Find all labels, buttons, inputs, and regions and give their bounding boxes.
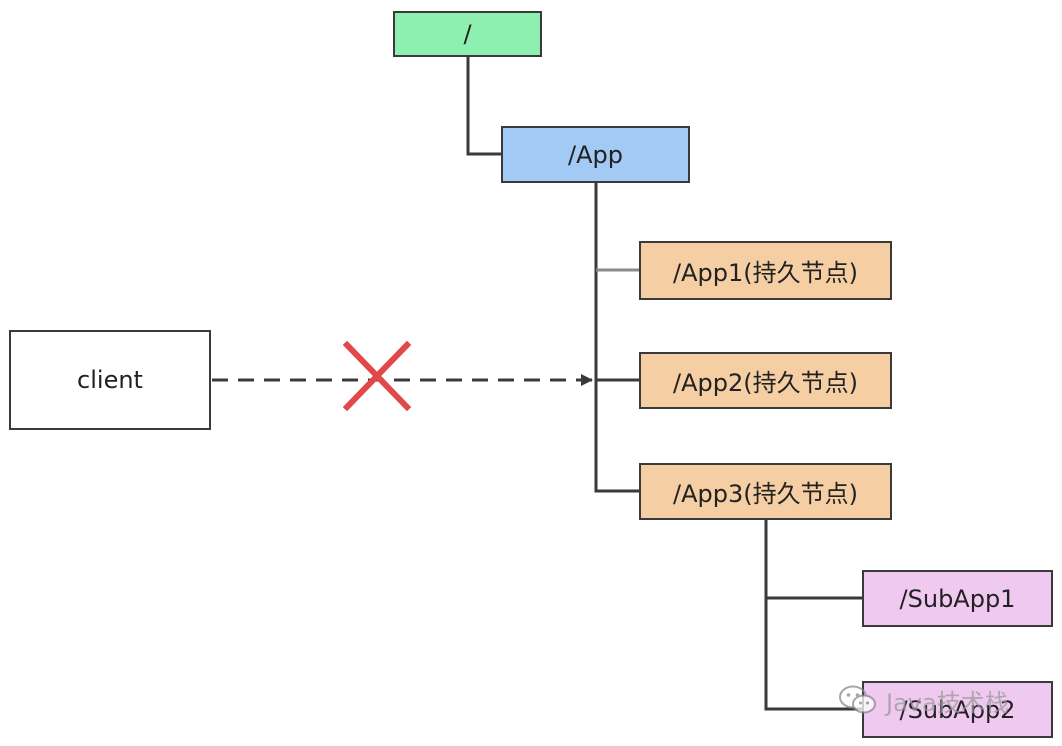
app3-node-label: /App3(持久节点) — [673, 480, 858, 508]
subapp1-node: /SubApp1 — [862, 570, 1053, 627]
app2-node-label: /App2(持久节点) — [673, 369, 858, 397]
watermark: Java技术栈 — [838, 680, 1009, 720]
app2-node: /App2(持久节点) — [639, 352, 892, 409]
subapp1-node-label: /SubApp1 — [899, 584, 1016, 613]
edge-app-trunk — [594, 182, 640, 493]
root-node-label: / — [463, 20, 472, 48]
app1-node-label: /App1(持久节点) — [673, 259, 858, 287]
subapp2-node-label: /SubApp2 — [899, 695, 1016, 724]
edge-root-app — [466, 55, 502, 156]
app1-node: /App1(持久节点) — [639, 241, 892, 300]
client-node-label: client — [77, 366, 143, 394]
app3-node: /App3(持久节点) — [639, 463, 892, 520]
app-node: /App — [501, 126, 690, 183]
client-node: client — [9, 330, 211, 430]
subapp2-node: /SubApp2 — [862, 681, 1053, 738]
edge-app3-subapp2 — [764, 519, 863, 711]
cross-icon — [342, 340, 412, 412]
root-node: / — [393, 11, 542, 57]
wechat-icon — [839, 685, 876, 714]
watermark-text: Java技术栈 — [886, 688, 1009, 717]
app-node-label: /App — [568, 140, 623, 169]
